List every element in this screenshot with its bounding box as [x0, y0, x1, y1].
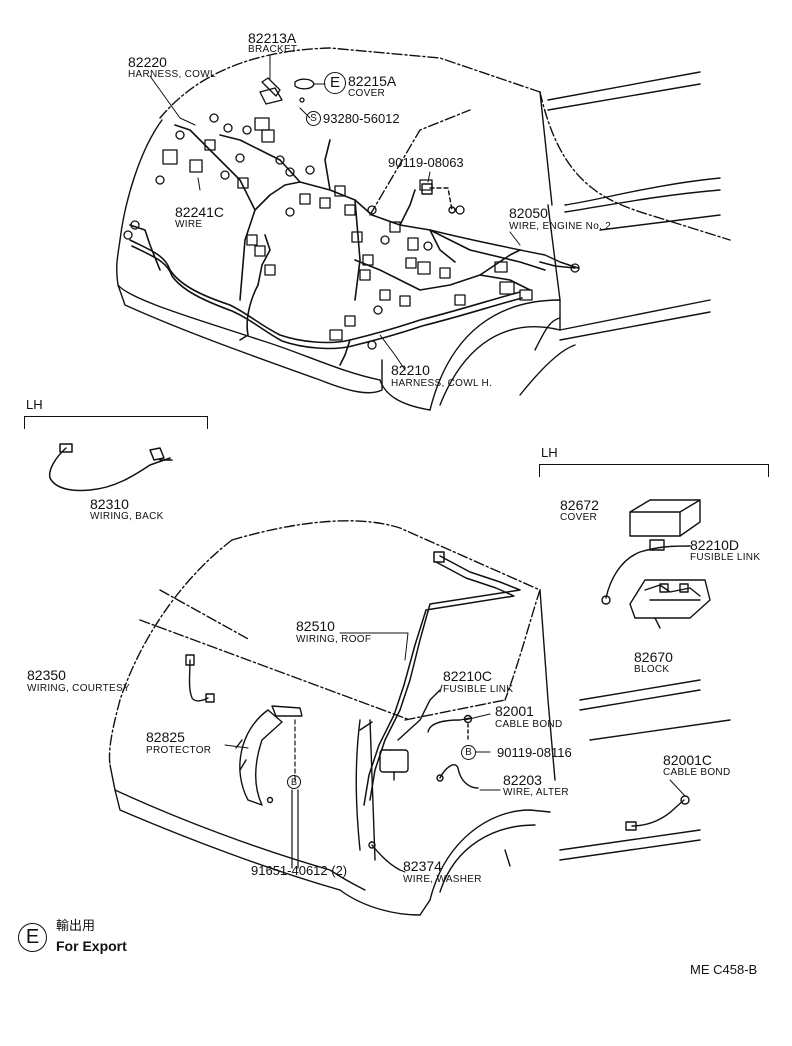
- callout-82215A-name: COVER: [348, 88, 386, 99]
- callout-82210C-number: 82210C: [443, 668, 493, 684]
- rear-body-outline: [108, 520, 731, 916]
- callout-82510-name: WIRING, ROOF: [296, 634, 372, 645]
- callout-82215A-number: 82215A: [348, 73, 397, 89]
- callout-90119-08116-number: 90119-08116: [497, 745, 572, 760]
- drawing-code: ME C458-B: [690, 962, 758, 977]
- clip-91651-drawing: [291, 719, 299, 869]
- callout-82672-name: COVER: [560, 512, 598, 523]
- fusible-link-82210D-drawing: [601, 539, 691, 605]
- wiring-roof-drawing: [359, 551, 521, 806]
- callout-82001-name: CABLE BOND: [495, 719, 563, 730]
- callout-82241C-number: 82241C: [175, 204, 225, 220]
- callout-82203-number: 82203: [503, 772, 542, 788]
- harness-connectors: [123, 113, 580, 350]
- harness-cowl-drawing: [129, 124, 576, 366]
- callout-82310-name: WIRING, BACK: [90, 511, 164, 522]
- bottom-leaders: [224, 632, 686, 873]
- callout-82825-number: 82825: [146, 729, 185, 745]
- b-marker-icon-clip: B: [287, 775, 301, 789]
- callout-82210-name: HARNESS, COWL H.: [391, 378, 493, 389]
- lh-section-label-right: LH: [541, 445, 558, 460]
- callout-82350-number: 82350: [27, 667, 66, 683]
- callout-82670-name: BLOCK: [634, 664, 670, 675]
- lh-section-label-left: LH: [26, 397, 43, 412]
- callout-82210D-name: FUSIBLE LINK: [690, 552, 761, 563]
- callout-82210C-name: FUSIBLE LINK: [443, 684, 514, 695]
- wiring-courtesy-drawing: [185, 654, 215, 703]
- s-marker-icon: S: [306, 111, 321, 126]
- callout-91651-number: 91651-40612 (2): [251, 863, 348, 878]
- callout-82374-name: WIRE, WASHER: [403, 874, 482, 885]
- callout-82310-number: 82310: [90, 496, 129, 512]
- callout-82050-number: 82050: [509, 205, 548, 221]
- callout-90119-08063-number: 90119-08063: [388, 155, 464, 170]
- callout-82825-name: PROTECTOR: [146, 745, 212, 756]
- callout-82210D-number: 82210D: [690, 537, 740, 553]
- legend-japanese: 輸出用: [56, 919, 96, 934]
- wire-washer-drawing: [368, 841, 401, 871]
- callout-82050-name: WIRE, ENGINE No. 2: [509, 221, 612, 232]
- block-82670-drawing: [629, 579, 711, 629]
- top-leaders: [149, 55, 521, 371]
- cable-bond-82001C-drawing: [625, 795, 690, 831]
- callout-82220-number: 82220: [128, 54, 167, 70]
- callout-82350-name: WIRING, COURTESY: [27, 683, 130, 694]
- callout-82670-number: 82670: [634, 649, 673, 665]
- callout-82374-number: 82374: [403, 858, 442, 874]
- callout-82001-number: 82001: [495, 703, 534, 719]
- callout-82213A-number: 82213A: [248, 30, 297, 46]
- bolt-90119-08063: [421, 183, 456, 214]
- wire-engine-no2-drawing: [429, 229, 579, 269]
- block-cover-drawing: [629, 499, 701, 537]
- callout-93280-number: 93280-56012: [323, 111, 400, 126]
- b-marker-icon: B: [461, 745, 476, 760]
- callout-82001C-name: CABLE BOND: [663, 767, 731, 778]
- lh-bracket-left: [24, 416, 208, 429]
- bracket-and-cover-drawing: [259, 77, 315, 105]
- legend-export-icon: E: [18, 923, 47, 952]
- front-body-outline: [116, 47, 731, 411]
- lh-bracket-right: [539, 464, 769, 477]
- callout-82001C-number: 82001C: [663, 752, 713, 768]
- wire-alter-drawing: [436, 764, 479, 789]
- cable-bond-82001-drawing: [427, 714, 473, 743]
- callout-82213A-name: BRACKET: [248, 44, 298, 55]
- protector-drawing: [235, 705, 303, 806]
- export-marker-icon: E: [324, 72, 346, 94]
- callout-82672-number: 82672: [560, 497, 599, 513]
- callout-82220-name: HARNESS, COWL: [128, 69, 216, 80]
- fusible-link-82210C-drawing: [379, 689, 441, 781]
- callout-82510-number: 82510: [296, 618, 335, 634]
- callout-82203-name: WIRE, ALTER: [503, 787, 569, 798]
- wiring-back-drawing: [48, 443, 173, 492]
- callout-82210-number: 82210: [391, 362, 430, 378]
- legend-text: For Export: [56, 938, 127, 954]
- callout-82241C-name: WIRE: [175, 219, 203, 230]
